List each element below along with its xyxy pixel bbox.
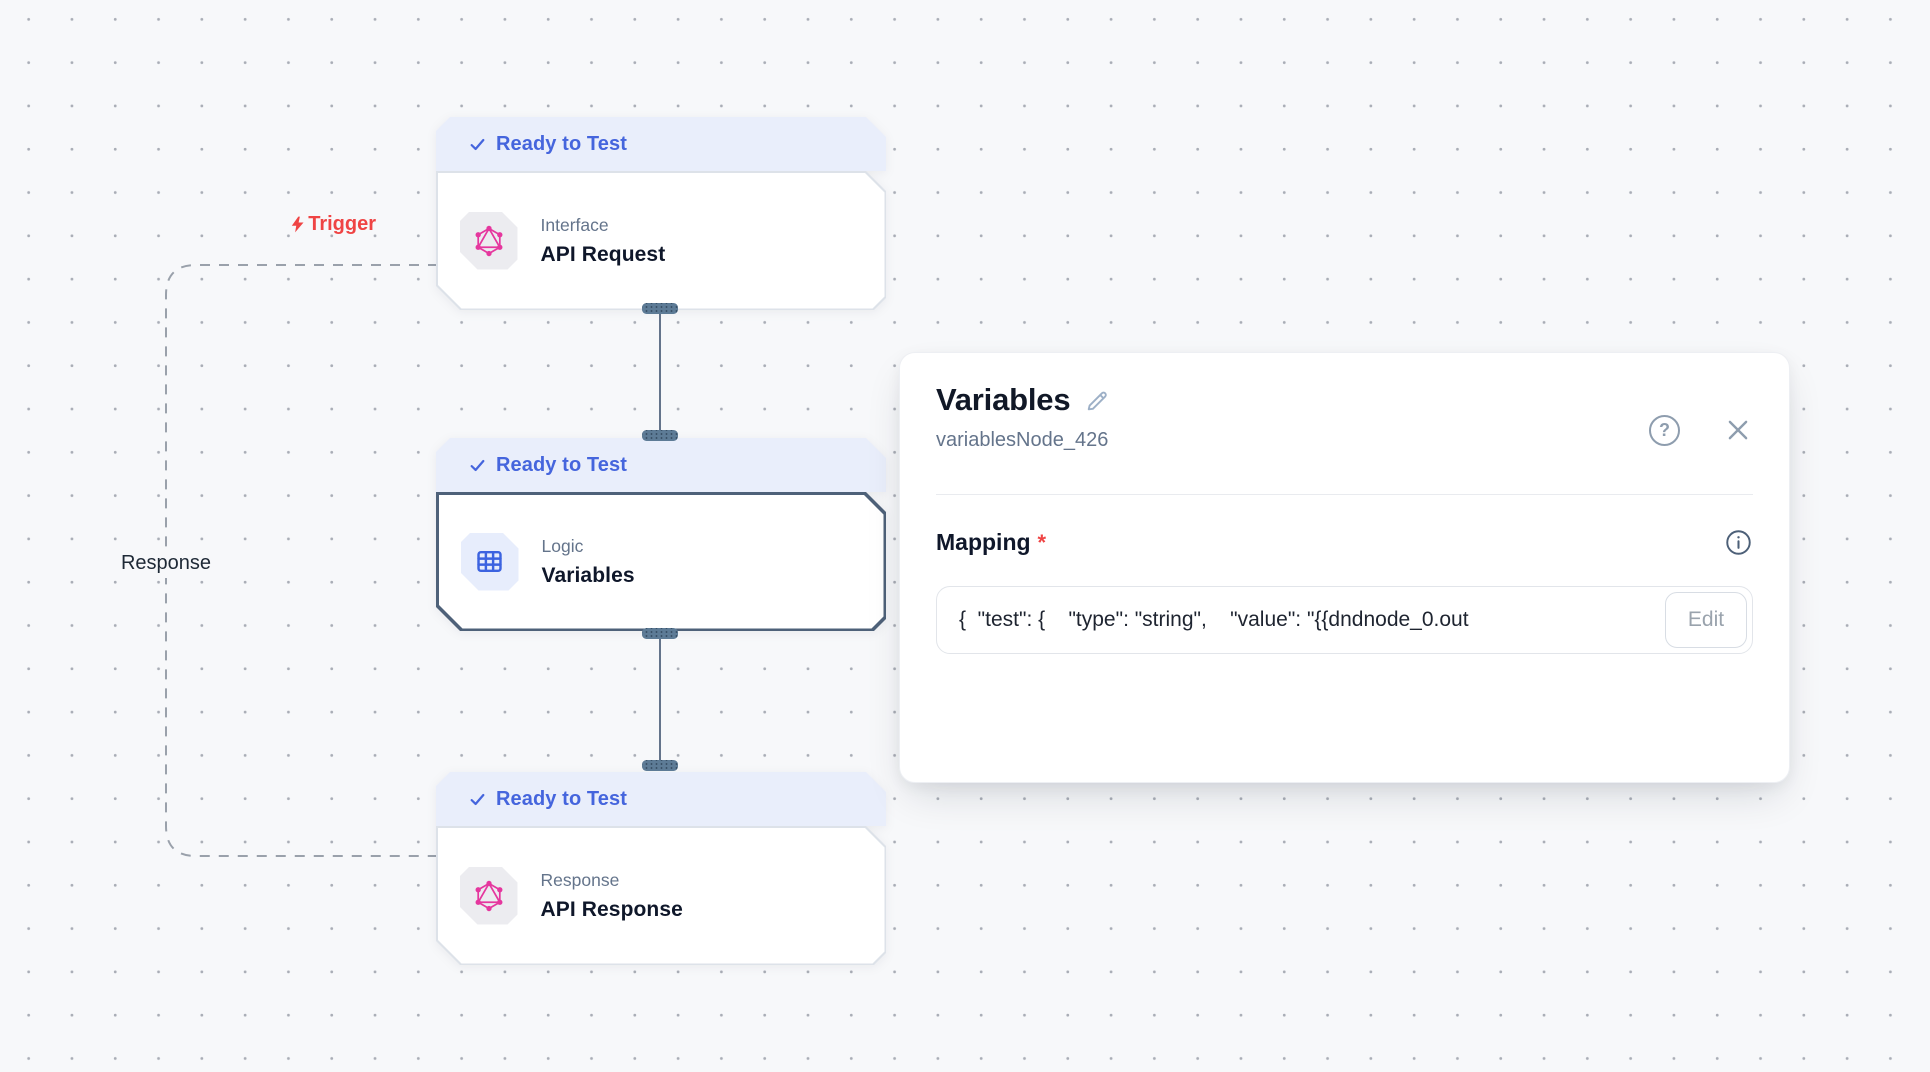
check-icon (469, 136, 486, 153)
node-title: Variables (541, 563, 635, 587)
node-category: Interface (540, 214, 609, 235)
node-id: variablesNode_426 (936, 429, 1109, 451)
source-handle-api-request[interactable] (642, 303, 678, 314)
required-marker: * (1037, 530, 1047, 555)
graphql-icon (460, 867, 518, 925)
node-api-response[interactable]: Ready to Test (436, 772, 886, 965)
table-icon (461, 533, 519, 591)
graphql-icon (460, 212, 518, 270)
target-handle-variables[interactable] (642, 430, 678, 441)
node-config-panel: Variables variablesNode_426 ? Mapping* (899, 352, 1790, 783)
response-edge-label: Response (96, 549, 236, 578)
node-title: API Request (540, 242, 666, 266)
check-icon (469, 457, 486, 474)
status-badge: Ready to Test (436, 117, 886, 171)
node-category: Logic (541, 535, 584, 556)
close-icon[interactable] (1723, 415, 1753, 445)
node-title: API Response (540, 897, 683, 921)
panel-title: Variables (936, 382, 1071, 417)
help-icon[interactable]: ? (1649, 414, 1680, 446)
lightning-bolt-icon (292, 216, 304, 233)
edit-pencil-icon[interactable] (1084, 387, 1111, 414)
edit-button[interactable]: Edit (1665, 592, 1747, 648)
check-icon (469, 791, 486, 808)
node-api-request[interactable]: Ready to Test (436, 117, 886, 310)
source-handle-variables[interactable] (642, 628, 678, 639)
status-badge: Ready to Test (436, 772, 886, 826)
mapping-input[interactable]: { "test": { "type": "string", "value": "… (936, 586, 1753, 654)
trigger-label: Trigger (260, 213, 376, 236)
status-badge: Ready to Test (436, 438, 886, 492)
info-icon[interactable] (1724, 528, 1753, 557)
node-variables[interactable]: Ready to Test Logic Variables (436, 438, 886, 631)
divider (936, 494, 1753, 495)
mapping-label: Mapping (936, 529, 1031, 555)
mapping-value: { "test": { "type": "string", "value": "… (959, 608, 1469, 631)
node-category: Response (540, 869, 620, 890)
target-handle-api-response[interactable] (642, 760, 678, 771)
